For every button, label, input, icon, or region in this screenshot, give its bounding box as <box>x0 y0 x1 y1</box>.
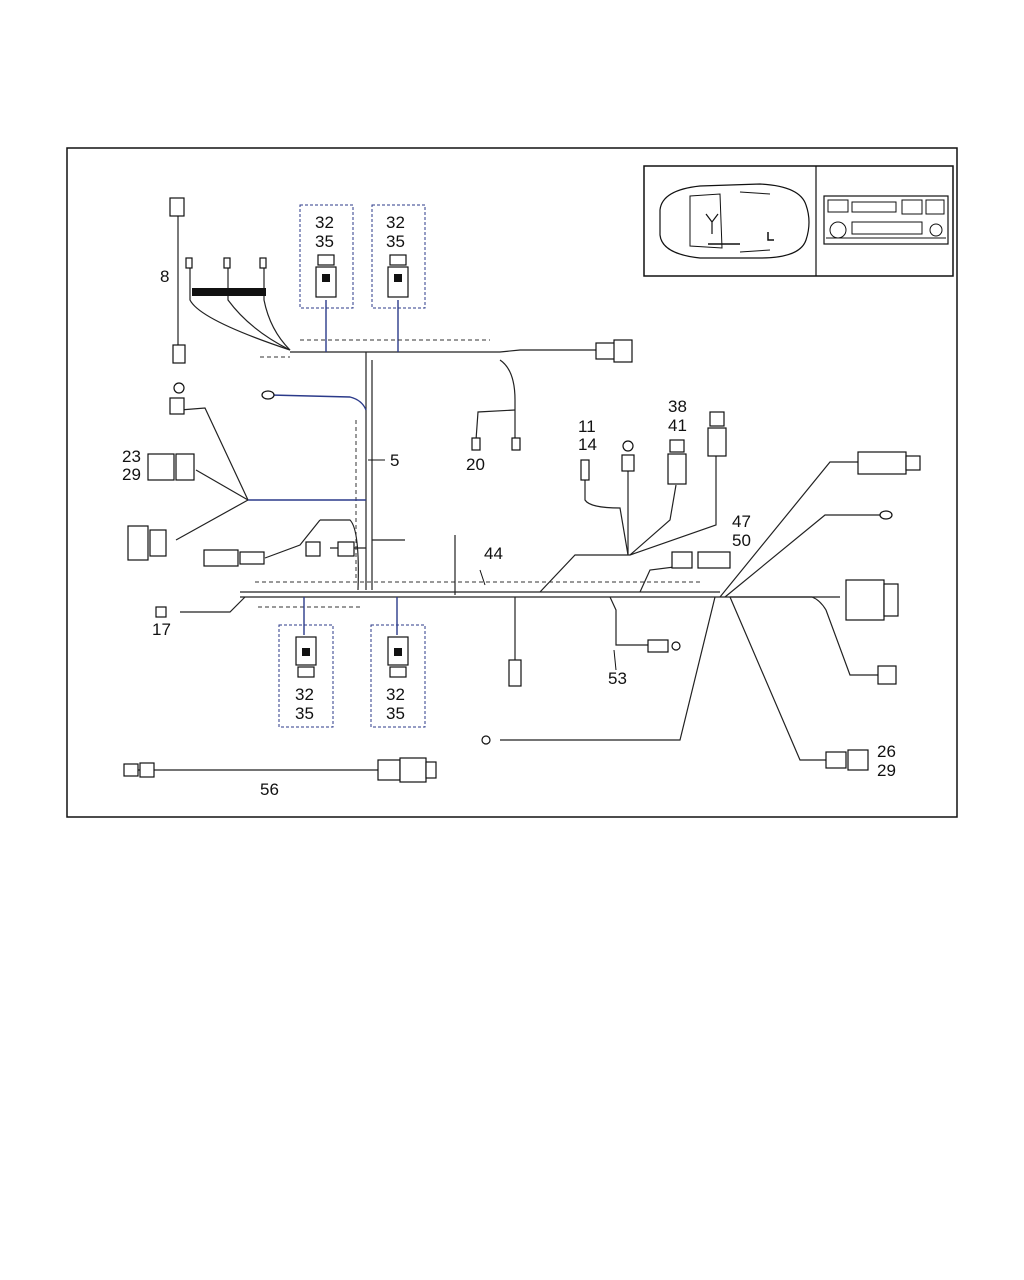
callout-47: 47 <box>732 512 751 531</box>
connector-box-br <box>387 636 409 678</box>
box-bottom-left <box>278 624 334 728</box>
box-tl-callout-1: 32 <box>315 213 334 232</box>
callout-20: 20 <box>466 455 485 474</box>
connector-box-tl <box>315 254 337 298</box>
callout-14: 14 <box>578 435 597 454</box>
callout-53: 53 <box>608 669 627 688</box>
car-top-view-icon <box>659 183 810 259</box>
connector-top-right <box>595 339 633 363</box>
box-br-callout-1: 32 <box>386 685 405 704</box>
callout-41: 41 <box>668 416 687 435</box>
connector-8 <box>169 197 267 394</box>
connector-right-mid <box>845 579 899 685</box>
callout-50: 50 <box>732 531 751 550</box>
callout-23: 23 <box>122 447 141 466</box>
box-tr-callout-2: 35 <box>386 232 405 251</box>
callout-56: 56 <box>260 780 279 799</box>
connector-left-block <box>127 525 167 561</box>
connector-17 <box>155 606 167 618</box>
connector-47-50 <box>671 551 731 569</box>
inset-panel <box>643 165 954 277</box>
callout-5: 5 <box>390 451 399 470</box>
callout-11: 11 <box>578 417 596 436</box>
callout-38: 38 <box>668 397 687 416</box>
callout-44: 44 <box>484 544 503 563</box>
diagram-frame <box>66 147 958 818</box>
connector-23-29 <box>147 397 195 481</box>
connector-eye-ring <box>261 390 275 400</box>
leader-lines <box>368 459 617 671</box>
radio-unit-icon <box>823 195 949 245</box>
box-tr-callout-1: 32 <box>386 213 405 232</box>
connector-20 <box>471 437 521 451</box>
connector-38-41 <box>667 411 727 485</box>
box-bottom-right <box>370 624 426 728</box>
box-tl-callout-2: 35 <box>315 232 334 251</box>
callout-29a: 29 <box>122 465 141 484</box>
connector-11-14 <box>580 440 635 481</box>
connector-right-top <box>857 451 921 520</box>
callout-17: 17 <box>152 620 171 639</box>
callout-26: 26 <box>877 742 896 761</box>
connector-box-bl <box>295 636 317 678</box>
callout-8: 8 <box>160 267 169 286</box>
connector-bottom-ring <box>481 735 491 745</box>
connector-mid-left <box>203 541 355 567</box>
harness-56 <box>123 757 437 783</box>
connector-53 <box>647 639 681 653</box>
box-br-callout-2: 35 <box>386 704 405 723</box>
harness-wires <box>175 205 880 761</box>
box-bl-callout-1: 32 <box>295 685 314 704</box>
box-bl-callout-2: 35 <box>295 704 314 723</box>
callout-29b: 29 <box>877 761 896 780</box>
connector-box-tr <box>387 254 409 298</box>
connector-lower-small <box>508 659 522 687</box>
connector-26-29 <box>825 749 869 771</box>
